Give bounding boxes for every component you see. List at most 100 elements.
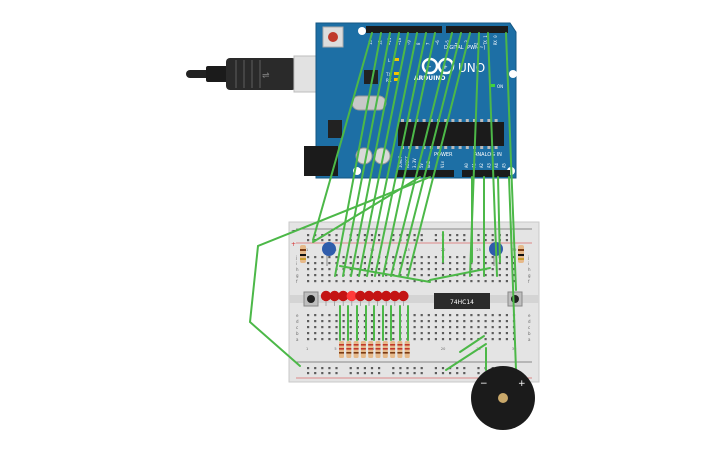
breadboard-hole <box>505 262 508 265</box>
breadboard-hole <box>477 314 480 317</box>
row-number: 5 <box>334 347 336 351</box>
row-number: 25 <box>476 248 480 252</box>
breadboard-hole <box>378 274 381 277</box>
breadboard-hole <box>378 332 381 335</box>
resistor-band <box>397 344 403 346</box>
breadboard-hole <box>477 320 480 323</box>
led <box>381 290 392 302</box>
breadboard-hole <box>307 372 310 375</box>
breadboard-hole <box>456 314 459 317</box>
breadboard-hole <box>314 262 317 265</box>
breadboard-hole <box>427 314 430 317</box>
chip-74hc14: 74HC14 <box>434 293 490 309</box>
digital-pin-label: 2 <box>474 42 479 45</box>
breadboard-hole <box>392 326 395 329</box>
buzzer-plus-label: + <box>518 379 526 389</box>
breadboard-hole <box>498 320 501 323</box>
breadboard-hole <box>314 274 317 277</box>
breadboard-hole <box>463 262 466 265</box>
breadboard-hole <box>477 326 480 329</box>
breadboard-hole <box>470 326 473 329</box>
breadboard-hole <box>349 268 352 271</box>
breadboard-hole <box>505 256 508 259</box>
breadboard-hole <box>342 262 345 265</box>
resistor-band <box>390 344 396 346</box>
wire <box>398 32 462 277</box>
breadboard-hole <box>370 234 374 237</box>
breadboard-hole <box>399 274 402 277</box>
breadboard-hole <box>378 367 381 370</box>
breadboard-hole <box>406 256 409 259</box>
breadboard-hole <box>456 234 459 237</box>
breadboard-hole <box>477 367 480 370</box>
breadboard-hole <box>491 314 494 317</box>
wire <box>366 32 418 277</box>
breadboard-hole <box>342 314 345 317</box>
breadboard-hole <box>328 234 331 237</box>
breadboard-hole <box>356 256 359 259</box>
breadboard-hole <box>434 367 437 370</box>
column-letter: c <box>296 325 298 330</box>
tx-led-label: TX <box>385 72 391 77</box>
pushbutton-right[interactable] <box>507 291 523 307</box>
column-letter: b <box>528 331 531 336</box>
column-letter: i <box>296 261 297 266</box>
breadboard-hole <box>456 262 459 265</box>
breadboard-hole <box>307 268 310 271</box>
breadboard-hole <box>498 274 501 277</box>
wire <box>497 176 501 263</box>
breadboard-hole <box>449 234 452 237</box>
breadboard-hole <box>470 280 473 283</box>
ic-pin <box>487 146 491 149</box>
breadboard-hole <box>420 256 423 259</box>
breadboard-hole <box>427 262 430 265</box>
breadboard-hole <box>413 332 416 335</box>
digital-pin-label: RX 0 <box>493 35 498 45</box>
ic-pin <box>494 146 498 149</box>
breadboard-hole <box>505 314 508 317</box>
breadboard-hole <box>463 372 466 375</box>
breadboard-hole <box>420 372 423 375</box>
breadboard-hole <box>456 338 459 341</box>
breadboard-hole <box>363 274 366 277</box>
breadboard-hole <box>491 320 494 323</box>
breadboard-hole <box>399 367 402 370</box>
breadboard-hole <box>484 338 487 341</box>
resistor-band <box>360 352 366 354</box>
column-letter: h <box>296 267 299 272</box>
resistor-band <box>346 348 352 350</box>
breadboard-hole <box>385 326 388 329</box>
breadboard-hole <box>328 338 331 341</box>
breadboard-hole <box>349 262 352 265</box>
reset-button-cap[interactable] <box>328 32 338 42</box>
breadboard-hole <box>363 239 366 242</box>
pushbutton-left[interactable] <box>303 291 319 307</box>
breadboard-hole <box>441 262 445 265</box>
breadboard-hole <box>463 239 466 242</box>
wire <box>382 32 436 277</box>
breadboard-hole <box>413 262 416 265</box>
breadboard-hole <box>420 338 423 341</box>
breadboard-hole <box>392 314 395 317</box>
breadboard-hole <box>363 320 366 323</box>
breadboard-hole <box>378 234 381 237</box>
breadboard-hole <box>491 234 494 237</box>
breadboard-hole <box>378 280 381 283</box>
breadboard-hole <box>363 326 366 329</box>
breadboard-hole <box>314 256 317 259</box>
breadboard-hole <box>392 234 395 237</box>
on-led-label: ON <box>497 84 503 89</box>
breadboard-hole <box>413 256 416 259</box>
wires <box>248 32 517 371</box>
breadboard-hole <box>463 326 466 329</box>
breadboard-hole <box>484 256 487 259</box>
resistor-band <box>404 348 410 350</box>
breadboard-hole <box>463 367 466 370</box>
breadboard-hole <box>470 332 473 335</box>
breadboard-hole <box>449 268 452 271</box>
resistor-band <box>339 344 344 346</box>
breadboard-hole <box>321 372 324 375</box>
breadboard-hole <box>441 314 445 317</box>
breadboard-hole <box>441 320 445 323</box>
